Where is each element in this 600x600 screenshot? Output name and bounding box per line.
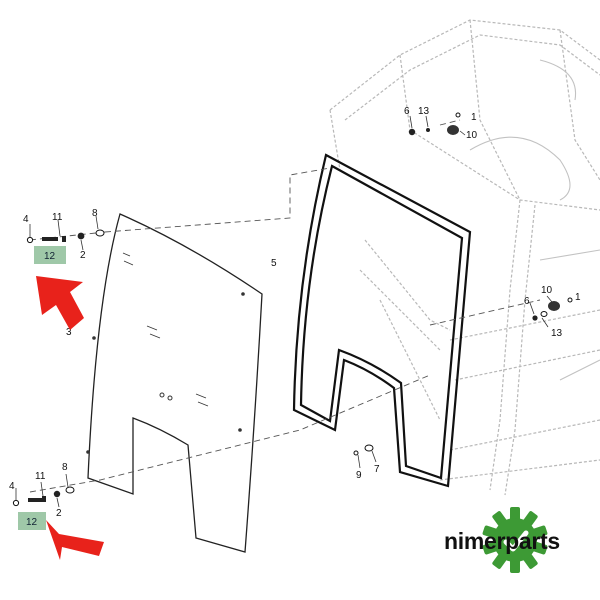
hardware-bottom-left	[12, 473, 75, 508]
callout-11-bottom: 11	[35, 471, 46, 482]
callout-9: 9	[356, 470, 362, 481]
gear-logo-icon	[482, 507, 548, 573]
callout-11-top: 11	[52, 212, 63, 223]
callout-2-bottom: 2	[56, 508, 62, 519]
highlight-part-12-bottom: 12	[18, 512, 46, 530]
callout-2-top: 2	[80, 250, 86, 261]
cab-frame	[329, 19, 600, 496]
callout-4-top: 4	[23, 214, 29, 225]
window-seal	[292, 153, 472, 488]
callout-13-top: 13	[418, 106, 430, 117]
callout-3: 3	[66, 327, 72, 338]
callout-6-top: 6	[404, 106, 410, 117]
callout-1-top: 1	[471, 112, 477, 123]
red-arrow-top	[36, 276, 84, 330]
callout-8-bottom: 8	[62, 462, 68, 473]
callout-1-bottom: 1	[575, 292, 581, 303]
callout-10-bottom: 10	[541, 285, 553, 296]
highlight-box	[18, 512, 46, 530]
callouts: 4 11 8 2 3 5 6 13 1 10 10 6 1 13 9 7 4 1…	[9, 106, 581, 519]
callout-4-bottom: 4	[9, 481, 15, 492]
callout-5: 5	[271, 258, 277, 269]
hardware-top-right	[408, 112, 466, 136]
red-arrow-bottom	[46, 520, 104, 560]
gear-tooth	[510, 559, 520, 573]
hardware-top-left	[26, 215, 105, 251]
callout-10-top: 10	[466, 130, 478, 141]
brand-name: nimerparts	[444, 528, 560, 554]
callout-6-bottom: 6	[524, 296, 530, 307]
hardware-mid-right	[529, 295, 573, 328]
gear-tooth	[510, 507, 520, 521]
callout-12-top: 12	[44, 251, 56, 262]
glass-pane	[86, 213, 263, 553]
callout-12-bottom: 12	[26, 517, 38, 528]
callout-7: 7	[374, 464, 380, 475]
highlight-part-12-top: 12	[34, 246, 66, 264]
highlight-box	[34, 246, 66, 264]
callout-8-top: 8	[92, 208, 98, 219]
callout-13-bottom: 13	[551, 328, 563, 339]
hardware-bottom	[353, 444, 377, 469]
